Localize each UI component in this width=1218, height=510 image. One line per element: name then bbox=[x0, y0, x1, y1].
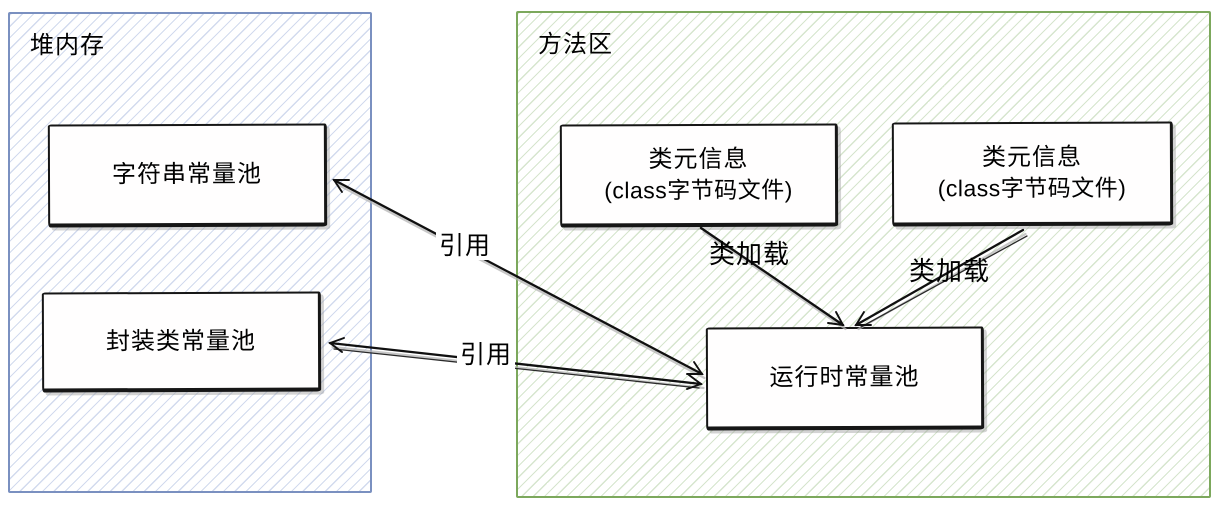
heap-region: 堆内存 bbox=[8, 12, 372, 493]
class-meta-info-left-label: 类元信息 bbox=[648, 145, 749, 173]
class-meta-info-left-node: 类元信息 (class字节码文件) bbox=[559, 123, 839, 228]
string-constant-pool-node: 字符串常量池 bbox=[47, 123, 328, 228]
edge-label-reference-string: 引用 bbox=[436, 232, 495, 260]
edge-label-classload-right: 类加载 bbox=[909, 256, 991, 286]
class-meta-info-right-node: 类元信息 (class字节码文件) bbox=[891, 121, 1174, 227]
class-meta-info-right-sublabel: (class字节码文件) bbox=[937, 174, 1127, 202]
runtime-constant-pool-label: 运行时常量池 bbox=[769, 363, 920, 392]
class-meta-info-right-label: 类元信息 bbox=[981, 143, 1082, 172]
method-area-region-title: 方法区 bbox=[538, 31, 613, 58]
wrapper-class-constant-pool-label: 封装类常量池 bbox=[105, 327, 257, 355]
heap-region-title: 堆内存 bbox=[30, 32, 105, 59]
edge-label-reference-wrapper: 引用 bbox=[457, 341, 516, 369]
edge-label-classload-left: 类加载 bbox=[709, 239, 791, 269]
string-constant-pool-label: 字符串常量池 bbox=[111, 160, 263, 189]
wrapper-class-constant-pool-node: 封装类常量池 bbox=[41, 291, 322, 393]
class-meta-info-left-sublabel: (class字节码文件) bbox=[604, 176, 793, 203]
runtime-constant-pool-node: 运行时常量池 bbox=[705, 326, 985, 431]
